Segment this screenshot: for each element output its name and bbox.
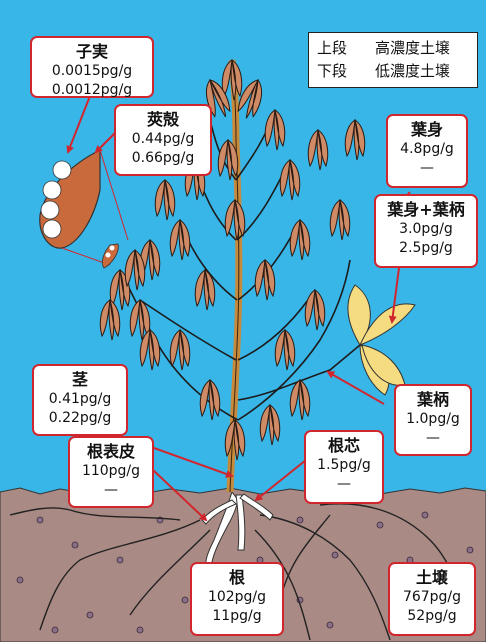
label-core-low: — — [306, 475, 382, 494]
label-core-name: 根芯 — [306, 435, 382, 456]
label-stem-high: 0.41pg/g — [34, 390, 126, 409]
label-leaf-high: 4.8pg/g — [388, 140, 466, 159]
label-soil: 土壌 767pg/g 52pg/g — [388, 562, 476, 636]
legend-row-upper: 上段高濃度土壌 — [317, 37, 469, 60]
label-seed-high: 0.0015pg/g — [32, 62, 152, 81]
legend: 上段高濃度土壌 下段低濃度土壌 — [308, 32, 478, 88]
label-seed-name: 子実 — [32, 41, 152, 62]
label-pod-high: 0.44pg/g — [116, 130, 210, 149]
label-seed: 子実 0.0015pg/g 0.0012pg/g — [30, 36, 154, 98]
label-cortex-low: — — [70, 481, 152, 500]
label-root-low: 11pg/g — [192, 607, 282, 626]
label-leaf-name: 葉身 — [388, 119, 466, 140]
label-cortex-name: 根表皮 — [70, 441, 152, 462]
label-leaf-low: — — [388, 159, 466, 178]
label-root-name: 根 — [192, 567, 282, 588]
label-leafpet-low: 2.5pg/g — [376, 239, 476, 258]
label-leaf: 葉身 4.8pg/g — — [386, 114, 468, 188]
label-soil-high: 767pg/g — [390, 588, 474, 607]
label-leaf-petiole: 葉身+葉柄 3.0pg/g 2.5pg/g — [374, 194, 478, 268]
label-leafpet-name: 葉身+葉柄 — [376, 199, 476, 220]
label-pod: 莢殻 0.44pg/g 0.66pg/g — [114, 104, 212, 176]
label-soil-name: 土壌 — [390, 567, 474, 588]
legend-row-lower: 下段低濃度土壌 — [317, 60, 469, 83]
label-pod-name: 莢殻 — [116, 109, 210, 130]
label-leafpet-high: 3.0pg/g — [376, 220, 476, 239]
label-pod-low: 0.66pg/g — [116, 149, 210, 168]
label-root-cortex: 根表皮 110pg/g — — [68, 436, 154, 508]
label-soil-low: 52pg/g — [390, 607, 474, 626]
label-root-core: 根芯 1.5pg/g — — [304, 430, 384, 504]
label-seed-low: 0.0012pg/g — [32, 81, 152, 100]
label-root-high: 102pg/g — [192, 588, 282, 607]
label-cortex-high: 110pg/g — [70, 462, 152, 481]
label-petiole-name: 葉柄 — [396, 389, 470, 410]
label-petiole: 葉柄 1.0pg/g — — [394, 384, 472, 456]
green-leaf-cluster — [348, 285, 415, 395]
label-petiole-high: 1.0pg/g — [396, 410, 470, 429]
label-stem: 茎 0.41pg/g 0.22pg/g — [32, 364, 128, 436]
label-stem-low: 0.22pg/g — [34, 409, 126, 428]
label-stem-name: 茎 — [34, 369, 126, 390]
label-core-high: 1.5pg/g — [306, 456, 382, 475]
label-root: 根 102pg/g 11pg/g — [190, 562, 284, 636]
label-petiole-low: — — [396, 429, 470, 448]
